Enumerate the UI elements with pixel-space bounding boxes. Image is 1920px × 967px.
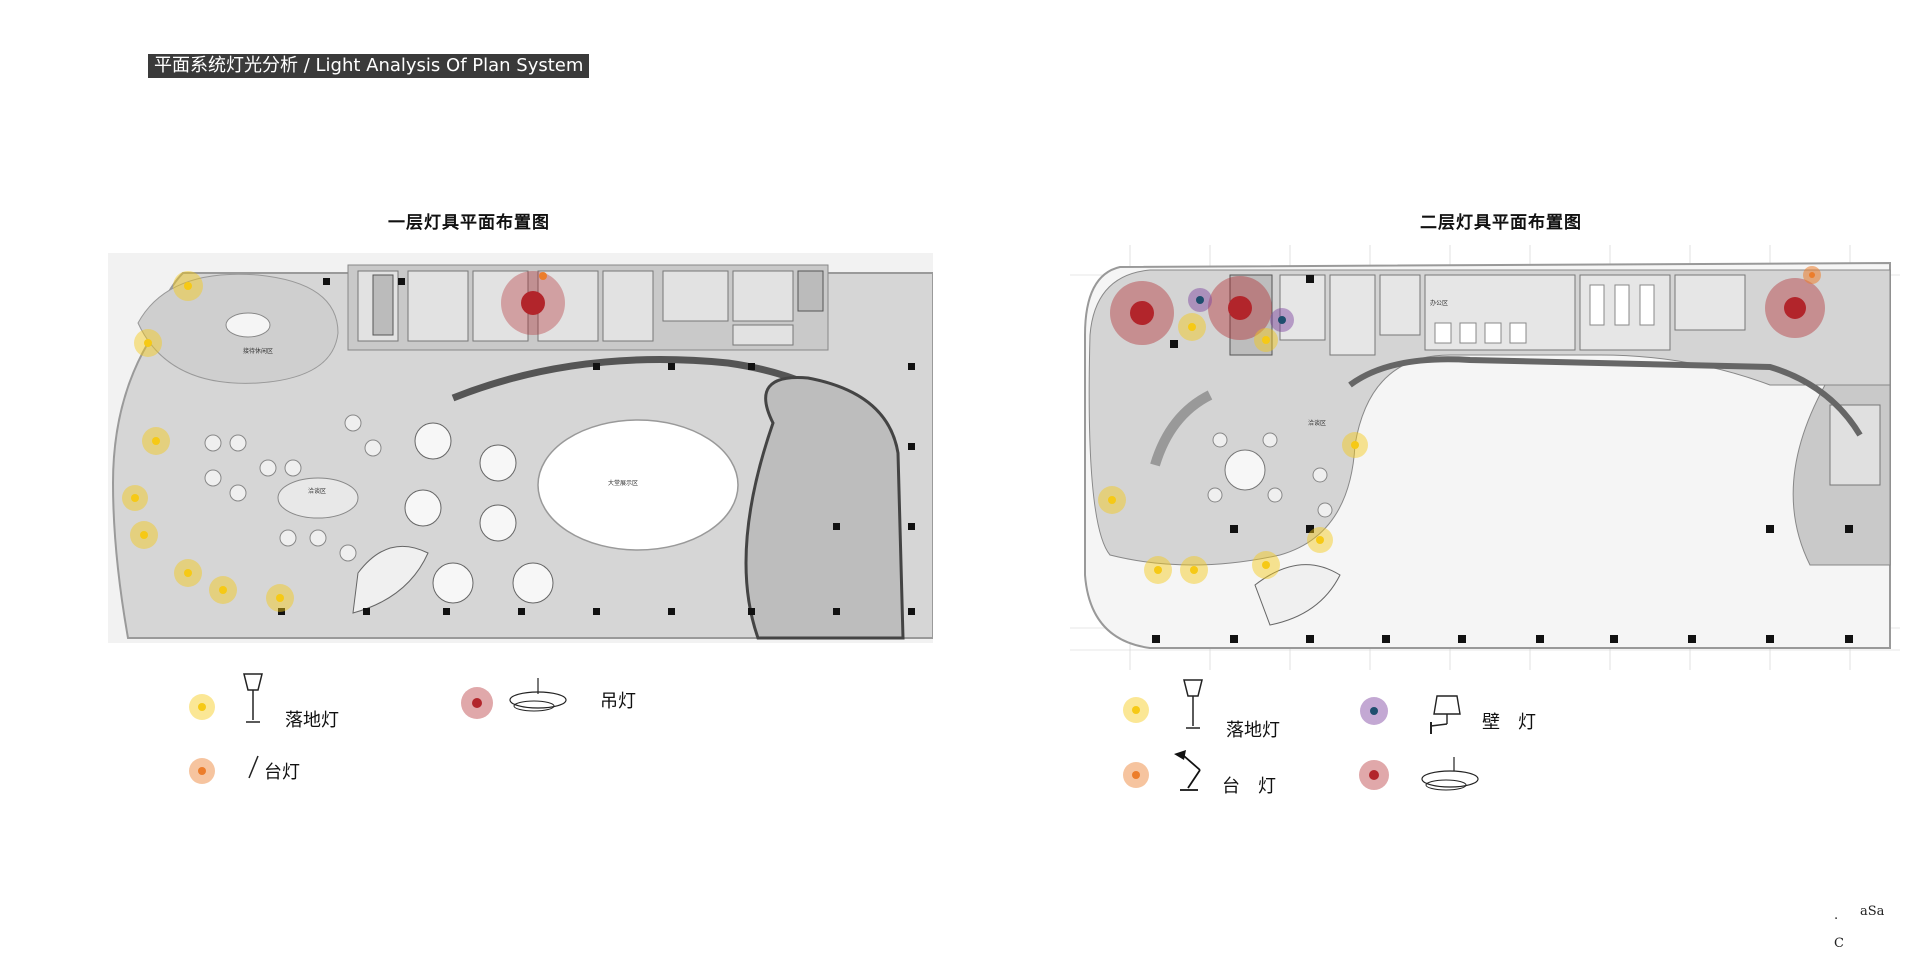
page-title: 平面系统灯光分析 / Light Analysis Of Plan System [148,54,590,78]
legend2-floor-lamp-dot [1132,706,1140,714]
floor2-plan: 洽谈区 办公区 [1070,245,1900,670]
floor-lamp-icon [1183,679,1203,729]
pendant-lamp-icon [509,678,567,712]
corner-mark-1: aSa [1860,904,1885,919]
legend-floor-lamp-label: 落地灯 [285,710,339,731]
svg-text:洽谈区: 洽谈区 [1308,419,1326,427]
legend2-wall-lamp-label: 壁 灯 [1482,712,1536,733]
floor1-title: 一层灯具平面布置图 [388,213,550,233]
legend2-wall-lamp-dot [1370,707,1378,715]
legend2-pendant-dot [1369,770,1379,780]
floor1-plan: 接待休闲区 大堂展示区 洽谈区 [108,253,933,643]
desk-lamp-icon [1174,750,1201,791]
legend-pendant-label: 吊灯 [600,691,636,712]
corner-mark-3: C [1834,936,1844,951]
corner-mark-2: . [1834,908,1839,923]
legend-table-lamp-label: 台灯 [264,762,300,783]
table-lamp-icon [248,755,259,779]
legend2-desk-lamp-label: 台 灯 [1222,776,1276,797]
floor-lamp-icon [243,673,263,723]
wall-lamp-icon [1430,695,1461,734]
svg-text:大堂展示区: 大堂展示区 [608,479,638,487]
svg-text:办公区: 办公区 [1430,299,1448,307]
legend-floor-lamp-dot [198,703,206,711]
svg-text:接待休闲区: 接待休闲区 [243,347,273,355]
legend-table-lamp-dot [198,767,206,775]
svg-text:洽谈区: 洽谈区 [308,487,326,495]
legend-pendant-dot [472,698,482,708]
floor2-title: 二层灯具平面布置图 [1420,213,1582,233]
legend2-desk-lamp-dot [1132,771,1140,779]
legend2-floor-lamp-label: 落地灯 [1226,720,1280,741]
pendant-lamp-icon [1421,757,1479,791]
